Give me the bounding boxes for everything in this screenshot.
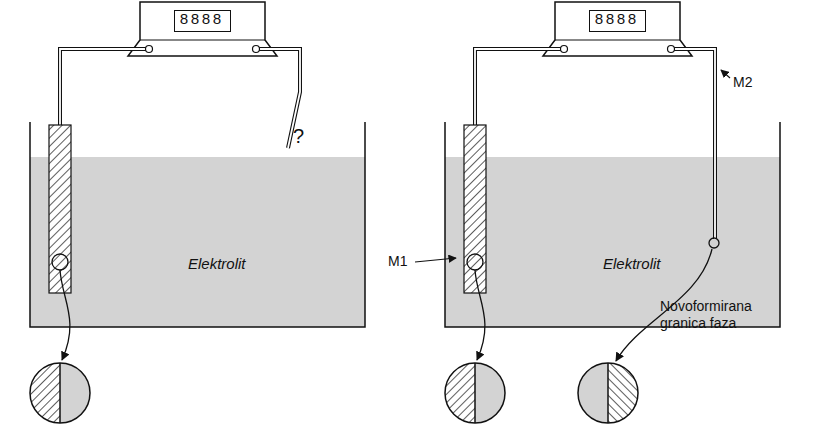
terminal [668, 46, 675, 53]
leader-m1 [415, 258, 456, 262]
right-cell [415, 2, 780, 423]
zoom-spot [467, 254, 483, 270]
electrolyte-label: Elektrolit [603, 255, 661, 272]
zoom-metal [30, 363, 60, 423]
electrode-m1 [49, 125, 71, 293]
electrolyte-fill [30, 157, 365, 327]
wire-inner [674, 49, 715, 239]
display-digits: 8888 [180, 12, 225, 30]
wire [60, 49, 146, 128]
beaker [30, 122, 365, 327]
meter-edge [555, 40, 680, 41]
phase-boundary [59, 363, 61, 423]
terminal [561, 46, 568, 53]
phase-boundary-note: Novoformirana granica faza [660, 298, 780, 332]
phase-boundary [474, 363, 476, 423]
callout-m1: M1 [388, 253, 407, 270]
phase-boundary [607, 363, 609, 423]
leader-m2 [721, 70, 730, 78]
electrolyte-label: Elektrolit [188, 255, 246, 272]
display-digits: 8888 [595, 12, 640, 30]
zoom-spot [709, 238, 719, 248]
zoom-arrow [475, 270, 485, 360]
meter-housing [543, 2, 692, 56]
wire-inner [60, 49, 146, 128]
electrolyte-region: Elektrolit [30, 157, 365, 327]
wire [475, 49, 561, 128]
zoom-electrolyte [475, 363, 505, 423]
zoom-metal [445, 363, 475, 423]
zoom-circle [578, 363, 638, 423]
zoom-electrolyte [60, 363, 90, 423]
meter-display: 8888 [589, 10, 646, 32]
wire-m2 [674, 49, 715, 239]
wire-inner [475, 49, 561, 128]
zoom-arrow [60, 270, 70, 360]
callout-m2: M2 [733, 74, 752, 91]
meter-housing [128, 2, 277, 56]
zoom-circle [445, 363, 505, 423]
electrode-m1 [464, 125, 486, 293]
meter-display: 8888 [174, 10, 231, 32]
meter-edge [140, 40, 265, 41]
zoom-electrolyte [578, 363, 608, 423]
terminal [253, 46, 260, 53]
zoom-circle [30, 363, 90, 423]
beaker [445, 122, 780, 327]
zoom-metal [608, 363, 638, 423]
terminal [146, 46, 153, 53]
question-mark: ? [293, 124, 304, 148]
zoom-spot [52, 254, 68, 270]
left-cell [30, 2, 365, 423]
